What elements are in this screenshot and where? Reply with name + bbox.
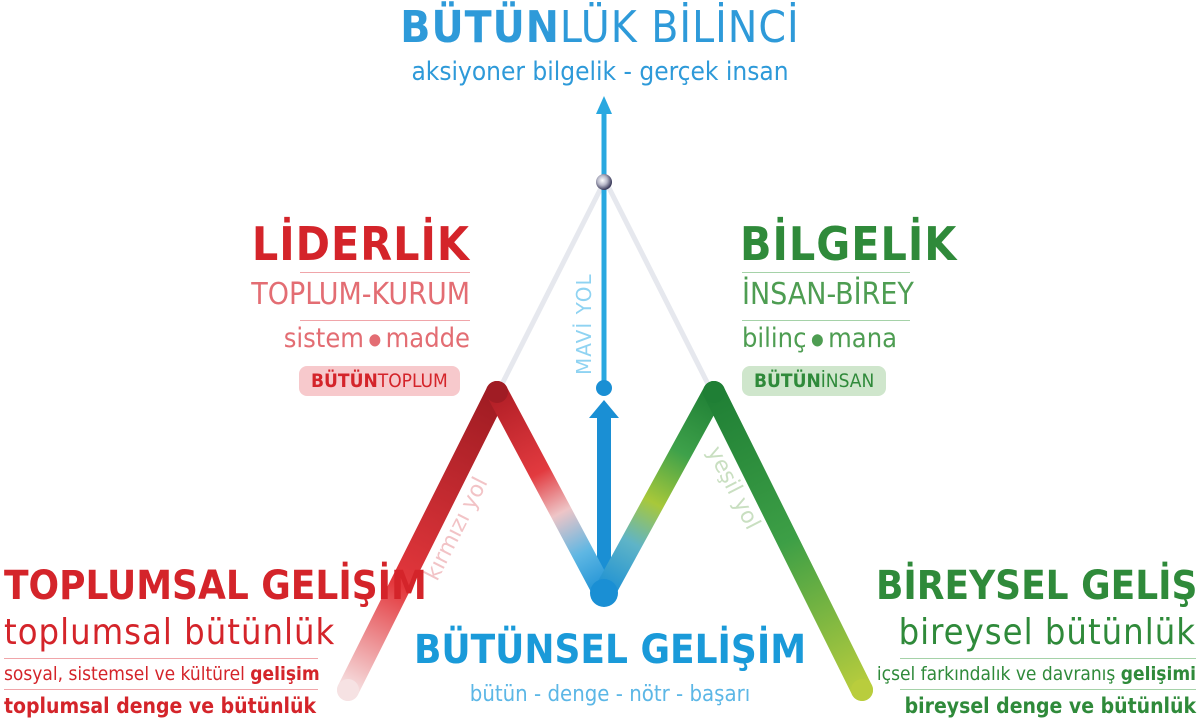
right-badge-bold: BÜTÜN [754,370,821,392]
bottom-right-line1-bold: gelişimi [1120,663,1196,685]
green-arm-inner [593,381,725,604]
right-line2a: bilinç [742,323,807,354]
bottom-center-title: BÜTÜNSEL GELİŞİM [413,627,807,673]
top-title: BÜTÜNLÜK BİLİNCİ [300,2,900,54]
top-node [596,174,612,190]
right-line2: bilinç ● mana [742,322,962,357]
right-badge: BÜTÜNİNSAN [742,366,887,396]
red-arm-outer [337,381,508,701]
top-title-rest: LÜK BİLİNCİ [559,2,800,53]
bottom-left-line1-bold: gelişim [250,663,320,685]
left-line2a: sistem [283,323,364,354]
left-line1: TOPLUM-KURUM [251,277,470,312]
red-end-cap [337,679,359,701]
left-divider-2 [300,320,470,321]
bullet-icon: ● [363,329,386,349]
bottom-right-line1: içsel farkındalık ve davranış gelişimi [876,661,1196,687]
bottom-left-divider-2 [4,689,318,690]
bottom-right-line2: bireysel denge ve bütünlük [904,694,1196,718]
bottom-right-title: BİREYSEL GELİŞİM [876,563,1200,609]
top-title-bold: BÜTÜN [400,2,560,53]
bottom-left-divider-1 [4,658,318,659]
blue-path-label: MAVİ YOL [572,273,596,375]
red-peak-cap [486,381,508,403]
green-arm-outer [703,381,873,701]
left-badge-bold: BÜTÜN [311,370,378,392]
bottom-left-title: TOPLUMSAL GELİŞİM [4,563,427,609]
top-arrowhead [596,96,612,114]
right-divider-1 [742,272,910,273]
left-line2: sistem ● madde [250,322,470,357]
bottom-left-subtitle: toplumsal bütünlük [4,612,336,653]
right-badge-rest: İNSAN [820,370,875,392]
left-divider-1 [300,272,470,273]
bottom-center-subtitle: bütün - denge - nötr - başarı [469,682,751,707]
bottom-right-divider-1 [900,658,1196,659]
bottom-center-node [590,579,618,607]
right-connector-line [604,181,713,391]
middle-arrowhead [589,400,619,418]
bottom-right-divider-2 [900,689,1196,690]
right-divider-2 [742,320,910,321]
right-line1: İNSAN-BİREY [742,277,914,312]
bottom-left-line2: toplumsal denge ve bütünlük [4,694,317,718]
top-subtitle: aksiyoner bilgelik - gerçek insan [411,57,789,87]
bottom-right-subtitle: bireysel bütünlük [898,612,1196,653]
right-title: BİLGELİK [740,217,958,271]
left-badge-rest: TOPLUM [377,370,448,392]
bullet-icon: ● [806,329,829,349]
bottom-right-line1-text: içsel farkındalık ve davranış [876,663,1121,685]
red-arm-inner [486,381,615,604]
left-connector-line [497,181,606,391]
bottom-left-line1-text: sosyal, sistemsel ve kültürel [4,663,251,685]
left-badge: BÜTÜNTOPLUM [299,366,460,396]
blue-mid-node [596,380,612,396]
right-line2b: mana [828,323,897,354]
left-line2b: madde [385,323,470,354]
green-end-cap [851,679,873,701]
green-peak-cap [703,381,725,403]
left-title: LİDERLİK [251,217,470,271]
bottom-left-line1: sosyal, sistemsel ve kültürel gelişim [4,661,320,687]
